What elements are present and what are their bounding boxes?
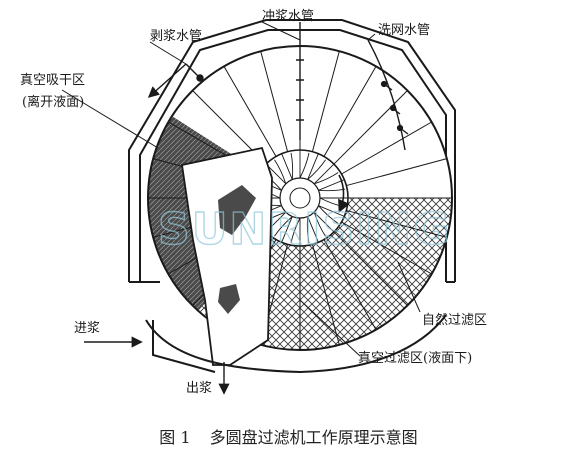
sector-line bbox=[341, 221, 432, 275]
flush-pipe bbox=[296, 22, 304, 140]
chute-opening-upper bbox=[218, 185, 256, 235]
discharge-chute bbox=[180, 146, 273, 366]
label-natural-filter-zone: 自然过滤区 bbox=[422, 312, 487, 328]
central-shaft bbox=[251, 149, 349, 247]
scraper-pipe bbox=[185, 63, 204, 82]
shaft-ray bbox=[290, 217, 301, 246]
shaft-ray bbox=[281, 152, 294, 180]
sector-line bbox=[311, 244, 340, 345]
shaft-ray bbox=[274, 216, 293, 243]
shaft-ray bbox=[313, 211, 335, 237]
shaft-ray bbox=[313, 163, 339, 185]
shaft-ray bbox=[306, 216, 319, 244]
label-feed: 进浆 bbox=[74, 321, 100, 336]
wash-pipe bbox=[367, 39, 409, 151]
sector-line bbox=[323, 239, 377, 330]
label-scraper-pipe: 剥浆水管 bbox=[150, 29, 202, 44]
sector-line bbox=[323, 66, 377, 157]
sector-line bbox=[333, 90, 408, 165]
figure-caption: 图 1 多圆盘过滤机工作原理示意图 bbox=[0, 424, 577, 448]
sector-line bbox=[260, 51, 289, 152]
figure-number: 图 1 bbox=[159, 428, 191, 447]
sector-line bbox=[346, 158, 447, 187]
sector-line bbox=[223, 66, 277, 157]
rotation-arrow-icon bbox=[338, 174, 350, 213]
housing bbox=[128, 19, 456, 283]
sector-line bbox=[333, 231, 408, 306]
label-wash-pipe: 洗网水管 bbox=[378, 23, 430, 38]
chute-opening-lower bbox=[218, 284, 240, 314]
watermark: SUNRISING bbox=[158, 204, 452, 255]
spray-nozzle-icon bbox=[196, 74, 204, 82]
sector-line bbox=[341, 121, 432, 175]
shaft-ray bbox=[318, 205, 345, 224]
slurry-tank bbox=[145, 314, 447, 374]
label-flush-pipe: 冲浆水管 bbox=[262, 9, 314, 24]
shaft-ray bbox=[299, 150, 310, 179]
label-off-liquid: (离开液面) bbox=[22, 94, 84, 110]
figure-title: 多圆盘过滤机工作原理示意图 bbox=[209, 428, 418, 447]
shaft-ray bbox=[307, 153, 326, 180]
spray-nozzle-icon bbox=[380, 80, 388, 88]
label-vacuum-dry-zone: 真空吸干区 bbox=[20, 73, 85, 88]
spray-nozzle-icon bbox=[396, 124, 404, 132]
label-vacuum-filter-zone: 真空过滤区(液面下) bbox=[358, 351, 472, 366]
spray-nozzle-icon bbox=[389, 104, 397, 112]
leader-lines bbox=[61, 21, 421, 357]
sector-line bbox=[346, 209, 447, 238]
scraper-arrow bbox=[147, 63, 187, 98]
label-discharge: 出浆 bbox=[186, 381, 212, 396]
sector-line bbox=[311, 51, 340, 152]
